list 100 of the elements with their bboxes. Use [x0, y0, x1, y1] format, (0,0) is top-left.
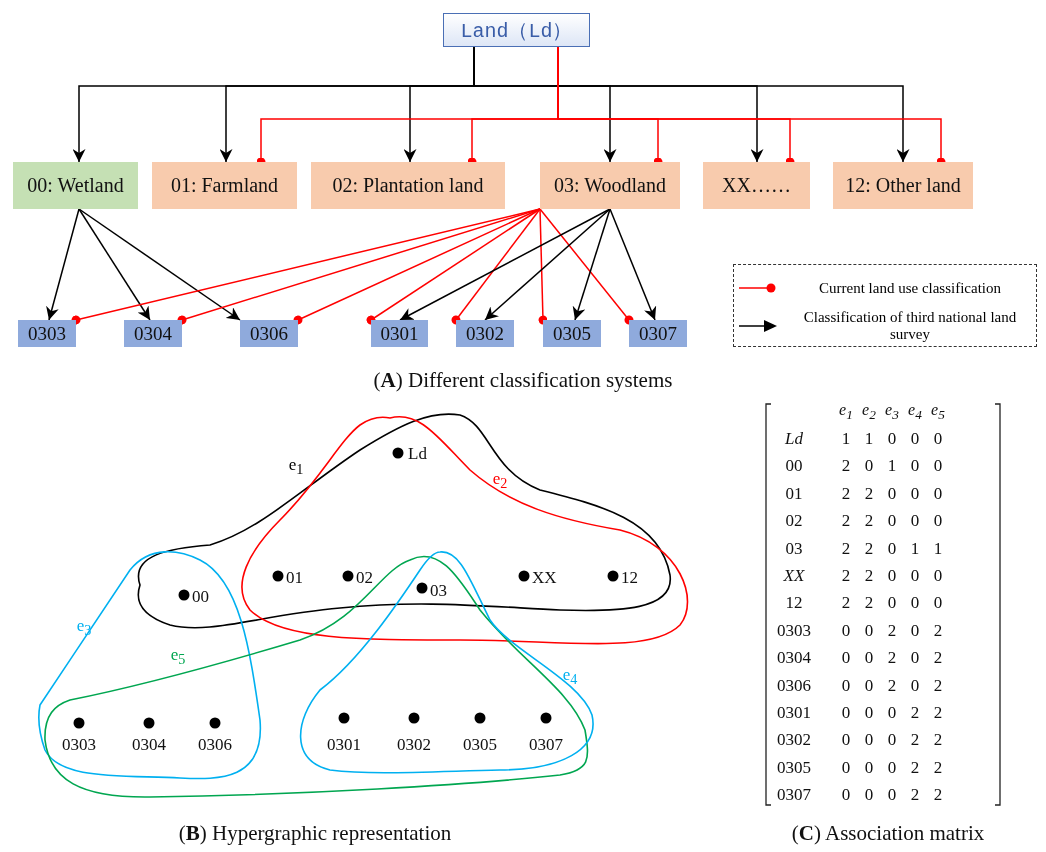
vertex-label: 12: [621, 568, 638, 586]
matrix-value: 1: [933, 539, 943, 557]
category-box: 02: Plantation land: [311, 162, 505, 209]
hyperedge-label: e$_{5}$: [170, 645, 186, 667]
vertex-label: 0305: [463, 735, 497, 753]
matrix-value: 0: [887, 703, 897, 721]
matrix-row-label: 00: [785, 456, 803, 474]
hyperedge-label: e$_{1}$: [288, 455, 304, 477]
vertex-label: 0302: [397, 735, 431, 753]
vertex-label: 0303: [62, 735, 96, 753]
matrix-value: 0: [933, 484, 943, 502]
matrix-value: 0: [841, 621, 851, 639]
matrix-header: e$_{2}$: [862, 402, 876, 422]
dot-ended-line: [538, 208, 548, 325]
matrix-row-label: Ld: [785, 429, 803, 447]
vertex-label: 02: [356, 568, 373, 586]
matrix-value: 0: [887, 593, 897, 611]
matrix-value: 2: [933, 758, 943, 776]
matrix-value: 0: [910, 484, 920, 502]
matrix-value: 2: [841, 593, 851, 611]
arrow: [572, 208, 611, 321]
matrix-value: 0: [887, 511, 897, 529]
matrix-value: 0: [887, 429, 897, 447]
subcategory-box: 0305: [543, 320, 601, 347]
matrix-row-label: 0307: [777, 785, 811, 803]
category-box: 12: Other land: [833, 162, 973, 209]
matrix-value: 1: [864, 429, 874, 447]
matrix-value: 0: [864, 730, 874, 748]
matrix-value: 0: [887, 566, 897, 584]
matrix-value: 2: [841, 484, 851, 502]
hyperedge-label: e$_{4}$: [562, 665, 578, 687]
matrix-value: 2: [933, 648, 943, 666]
vertex-label: Ld: [408, 444, 427, 462]
matrix-value: 2: [933, 785, 943, 803]
matrix-row-label: 0304: [777, 648, 811, 666]
arrow: [78, 208, 151, 321]
matrix-row-label: 0303: [777, 621, 811, 639]
matrix-value: 0: [910, 429, 920, 447]
matrix-value: 0: [910, 648, 920, 666]
matrix-value: 0: [841, 730, 851, 748]
matrix-value: 0: [841, 648, 851, 666]
legend-text: Current land use classification: [818, 279, 1002, 297]
arrow: [399, 208, 611, 321]
matrix-value: 0: [864, 621, 874, 639]
matrix-value: 0: [933, 511, 943, 529]
dot-ended-line: [293, 208, 541, 325]
matrix-value: 2: [933, 621, 943, 639]
matrix-value: 2: [841, 539, 851, 557]
matrix-value: 0: [910, 621, 920, 639]
matrix-value: 1: [887, 456, 897, 474]
matrix-value: 0: [887, 758, 897, 776]
matrix-value: 0: [887, 484, 897, 502]
matrix-value: 2: [910, 785, 920, 803]
vertex-label: 0301: [327, 735, 361, 753]
matrix-value: 2: [841, 511, 851, 529]
subcategory-box: 0304: [124, 320, 182, 347]
matrix-row-label: 0302: [777, 730, 811, 748]
category-box: 03: Woodland: [540, 162, 680, 209]
matrix-row-label: 02: [785, 511, 803, 529]
category-box: 00: Wetland: [13, 162, 138, 209]
legend-text: Classification of third national land survey: [802, 309, 1018, 343]
matrix-header: e$_{5}$: [931, 402, 945, 422]
hyperedge-label: e$_{3}$: [76, 616, 92, 638]
matrix-value: 0: [910, 676, 920, 694]
matrix-value: 1: [910, 539, 920, 557]
matrix-value: 0: [910, 456, 920, 474]
matrix-row-label: 12: [785, 593, 803, 611]
vertex-label: 03: [430, 581, 447, 599]
matrix-value: 0: [841, 758, 851, 776]
dot-ended-line: [539, 208, 634, 325]
arrow: [484, 208, 611, 321]
panel-caption: (A) Different classification systems: [373, 369, 673, 391]
matrix-value: 0: [933, 566, 943, 584]
vertex-label: 00: [192, 587, 209, 605]
hyperedge-label: e$_{2}$: [492, 469, 508, 491]
arrow: [78, 208, 241, 321]
matrix-value: 0: [910, 593, 920, 611]
matrix-value: 2: [841, 456, 851, 474]
subcategory-box: 0301: [371, 320, 428, 347]
arrow: [46, 208, 80, 321]
subcategory-box: 0306: [240, 320, 298, 347]
matrix-value: 0: [933, 593, 943, 611]
matrix-value: 0: [864, 785, 874, 803]
matrix-row-label: 0305: [777, 758, 811, 776]
matrix-row-label: 0306: [777, 676, 811, 694]
matrix-value: 2: [933, 703, 943, 721]
matrix-header: e$_{3}$: [885, 402, 899, 422]
matrix-value: 2: [887, 648, 897, 666]
panel-caption: (C) Association matrix: [791, 822, 985, 844]
matrix-value: 2: [841, 566, 851, 584]
vertex-label: 01: [286, 568, 303, 586]
matrix-value: 2: [864, 511, 874, 529]
matrix-row-label: 0301: [777, 703, 811, 721]
subcategory-box: 0302: [456, 320, 514, 347]
matrix-row-label: XX: [783, 566, 805, 584]
matrix-header: e$_{1}$: [839, 402, 853, 422]
matrix-value: 2: [864, 484, 874, 502]
category-box: XX……: [703, 162, 810, 209]
matrix-row-label: 01: [785, 484, 803, 502]
matrix-value: 2: [887, 621, 897, 639]
